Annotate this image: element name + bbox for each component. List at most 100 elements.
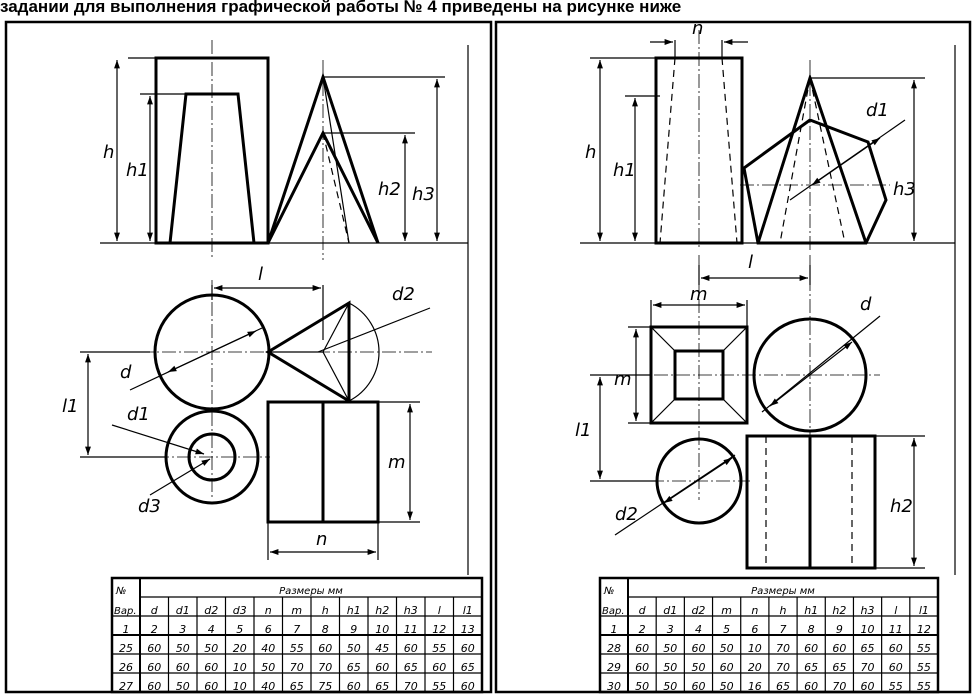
right-table-cell: 2 [639,623,646,636]
left-table-cell: 60 [204,661,218,674]
right-table-corner-top: № [603,586,614,597]
left-table-cell: 10 [233,661,247,674]
right-pyr-hidden-1 [779,77,811,244]
left-table-cell: 5 [236,623,243,636]
right-label-l: l [748,252,753,273]
right-table-cell: 60 [804,680,818,693]
right-pyramid [756,73,868,244]
right-table-cell: 1 [611,623,618,636]
left-table-cell: 9 [350,623,357,636]
right-table-cell: 60 [889,661,903,674]
left-table-cell: 12 [432,623,446,636]
left-table-col-header: h1 [347,604,361,617]
left-label-n: n [316,529,327,550]
right-dim-d [769,341,853,407]
right-table-cell: 5 [723,623,730,636]
right-label-h2: h2 [890,496,913,517]
left-table-cell: 60 [204,680,218,693]
right-table-cell: 50 [720,642,734,655]
left-table-cell: 40 [261,642,275,655]
left-table-cell: 1 [123,623,130,636]
right-table-group-header: Размеры мм [751,586,815,597]
right-table-cell: 70 [776,642,790,655]
left-table-group-header: Размеры мм [279,586,343,597]
right-table-col-header: h1 [804,604,818,617]
left-table-col-header: l [438,604,441,617]
right-frustum-edge-4 [722,398,748,424]
right-table-cell: 65 [861,642,875,655]
left-table-cell: 60 [147,680,161,693]
left-table-cell: 3 [179,623,186,636]
left-triangle [265,300,351,404]
right-label-m-side: m [614,369,632,390]
right-frustum-edge-3 [650,398,676,424]
left-label-m: m [388,452,406,473]
left-label-h: h [103,142,114,163]
right-table-cell: 60 [635,642,649,655]
left-table-cell: 55 [432,642,446,655]
left-table-cell: 60 [404,642,418,655]
left-leader-d3 [149,458,211,496]
right-side-view: h2 [745,434,925,570]
right-table-col-header: l [894,604,897,617]
right-table-cell: 65 [776,680,790,693]
left-table-cell: 7 [293,623,300,636]
right-pyr-hidden-2 [809,77,846,244]
right-table-cell: 10 [861,623,875,636]
left-label-l1: l1 [62,396,78,417]
left-table-cell: 10 [375,623,389,636]
right-table-cell: 65 [832,661,846,674]
left-table-cell: 50 [176,680,190,693]
left-leader-d2 [317,307,431,353]
left-pyramid-hidden [322,132,350,244]
left-side-view: m n [266,400,420,560]
left-table-cell: 55 [432,680,446,693]
right-table-col-header: h [780,604,787,617]
right-label-d1: d1 [866,100,889,121]
left-table-cell: 70 [404,680,418,693]
right-table-cell: 28 [607,642,621,655]
right-table-cell: 4 [695,623,702,636]
left-table-cell: 13 [461,623,475,636]
left-label-h1: h1 [126,160,149,181]
right-table-cell: 55 [889,680,903,693]
right-table-cell: 9 [836,623,843,636]
right-table-cell: 55 [917,680,931,693]
left-table-corner-top: № [115,586,126,597]
left-table-cell: 70 [290,661,304,674]
right-table-col-header: d2 [691,604,705,617]
right-label-l1: l1 [575,420,591,441]
right-table-cell: 3 [667,623,674,636]
right-dim-d2 [663,457,733,504]
left-table-cell: 50 [204,642,218,655]
right-table-cell: 70 [861,661,875,674]
left-table-cell: 65 [290,680,304,693]
left-table-cell: 50 [347,642,361,655]
right-table-cell: 7 [780,623,787,636]
left-table-cell: 65 [347,661,361,674]
left-table-col-header: l1 [463,604,473,617]
right-table-cell: 65 [804,661,818,674]
left-table-col-header: h2 [375,604,389,617]
left-table-cell: 60 [147,642,161,655]
right-label-n: n [692,18,703,39]
right-table-cell: 60 [635,661,649,674]
right-table-cell: 70 [776,661,790,674]
left-table-cell: 27 [119,680,133,693]
left-table-cell: 26 [119,661,133,674]
left-table-cell: 75 [318,680,332,693]
left-tri-edge-3 [322,351,350,402]
left-table-cell: 45 [375,642,389,655]
left-table-cell: 60 [347,680,361,693]
right-table-cell: 60 [861,680,875,693]
right-table-col-header: d1 [663,604,677,617]
right-table-cell: 11 [889,623,903,636]
right-dim-d1 [811,137,881,186]
right-table-cell: 50 [663,642,677,655]
right-sheet-frame [494,20,972,694]
right-table-cell: 60 [889,642,903,655]
